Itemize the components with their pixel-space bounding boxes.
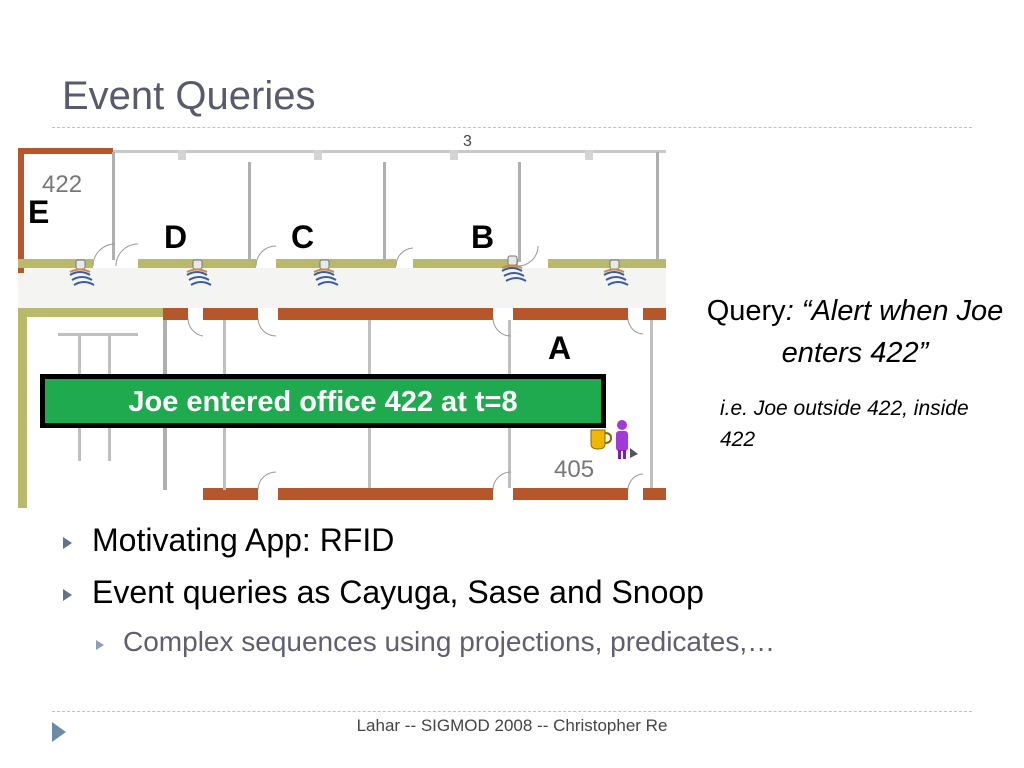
query-note: i.e. Joe outside 422, inside 422 <box>720 397 969 451</box>
bullet-arrow-icon <box>63 537 72 549</box>
query-label: Query <box>706 295 786 327</box>
footer-arrow-icon <box>52 722 66 742</box>
rfid-reader-icon <box>501 255 527 282</box>
rfid-reader-icon <box>186 259 212 286</box>
query-text: : “Alert when Joe enters 422” <box>781 295 1004 369</box>
room-number-422: 422 <box>42 171 82 198</box>
location-label-a: A <box>548 330 571 366</box>
location-label-e: E <box>28 194 49 230</box>
floor-plan: 422 E D C B A 405 Joe entered office 422… <box>18 148 666 518</box>
bullet-item: Event queries as Cayuga, Sase and Snoop <box>92 574 704 610</box>
rfid-reader-icon <box>313 259 339 286</box>
bullet-item: Motivating App: RFID <box>92 522 395 558</box>
coffee-mug-icon <box>590 429 613 450</box>
location-label-c: C <box>291 219 314 255</box>
sub-bullet-arrow-icon <box>96 640 104 650</box>
rfid-reader-icon <box>69 259 95 286</box>
rfid-reader-icon <box>603 259 629 286</box>
title-divider <box>52 127 972 128</box>
room-number-405: 405 <box>554 456 594 483</box>
slide-footer: Lahar -- SIGMOD 2008 -- Christopher Re <box>356 716 668 735</box>
location-label-b: B <box>471 219 494 255</box>
location-label-d: D <box>164 219 187 255</box>
slide-title: Event Queries <box>62 74 316 118</box>
footer-divider <box>52 711 972 712</box>
bullet-arrow-icon <box>63 589 72 601</box>
slide-number: 3 <box>463 133 472 150</box>
person-icon <box>616 420 638 459</box>
sub-bullet-item: Complex sequences using projections, pre… <box>123 626 776 657</box>
query-box: Query: “Alert when Joe enters 422” <box>700 290 1010 374</box>
event-banner: Joe entered office 422 at t=8 <box>128 386 517 418</box>
